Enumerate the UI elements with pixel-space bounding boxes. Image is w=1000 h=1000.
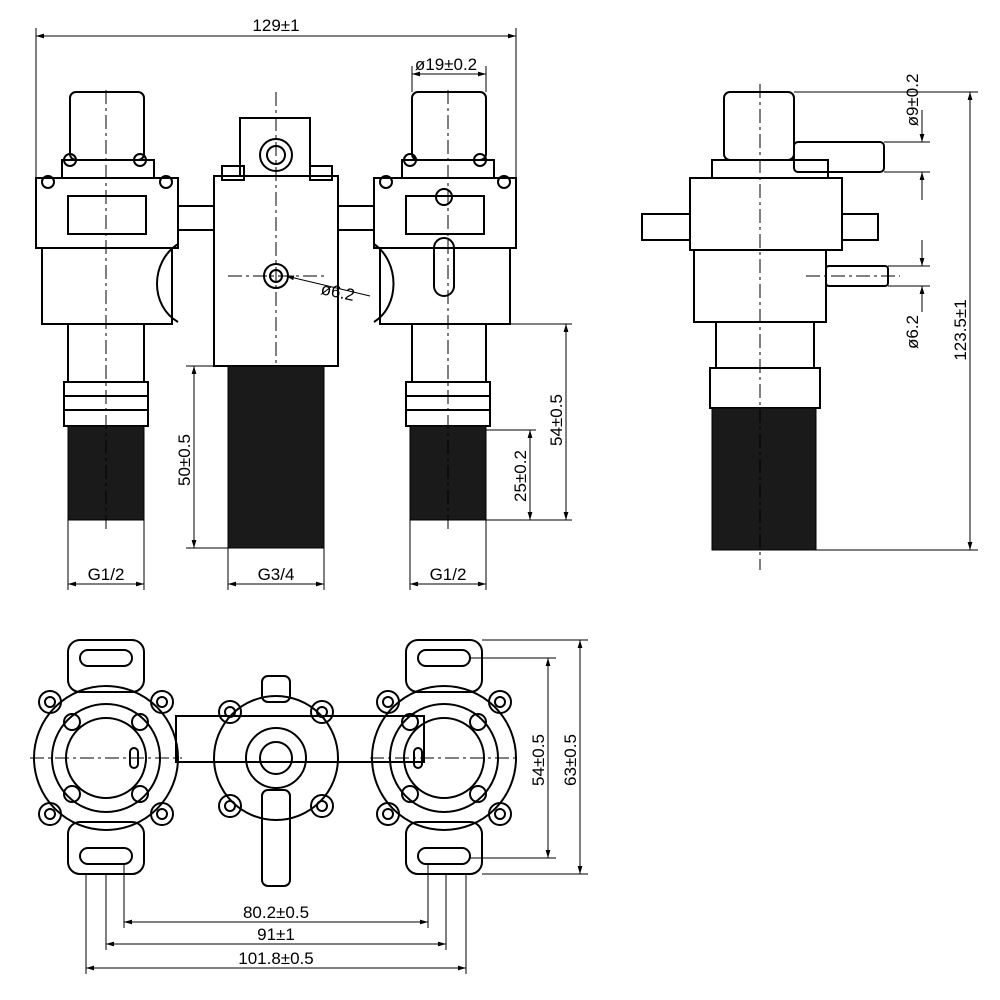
- spacing-1-label: 80.2±0.5: [243, 903, 309, 922]
- bolt-group: [38, 690, 174, 826]
- center-thread-label: G3/4: [258, 565, 295, 584]
- outer-span-label: 63±0.5: [561, 734, 580, 786]
- pin-diameter-label: ø9±0.2: [903, 74, 922, 127]
- right-thread-label: G1/2: [430, 565, 467, 584]
- thread-length-label: 25±0.2: [511, 450, 530, 502]
- spacing-2-label: 91±1: [257, 925, 295, 944]
- side-inlet-length-label: 54±0.5: [547, 394, 566, 446]
- center-thread-length-label: 50±0.5: [175, 434, 194, 486]
- side-view: ø9±0.2 ø6.2 123.5±1: [641, 74, 978, 570]
- spacing-3-label: 101.8±0.5: [238, 949, 314, 968]
- overall-height-label: 123.5±1: [951, 299, 970, 360]
- overall-width-label: 129±1: [252, 16, 299, 35]
- top-view: 54±0.5 63±0.5 80.2±0.5 91±1 101.8±0.5: [30, 639, 588, 974]
- inner-span-label: 54±0.5: [529, 734, 548, 786]
- front-view: 129±1 ø19±0.2 ø6.2 50±0.5 54±0.5 25±0.2 …: [35, 16, 572, 590]
- left-thread-label: G1/2: [88, 565, 125, 584]
- side-hole-diameter-label: ø6.2: [903, 315, 922, 349]
- hole-diameter-label: ø6.2: [319, 279, 356, 305]
- top-diameter-label: ø19±0.2: [415, 55, 477, 74]
